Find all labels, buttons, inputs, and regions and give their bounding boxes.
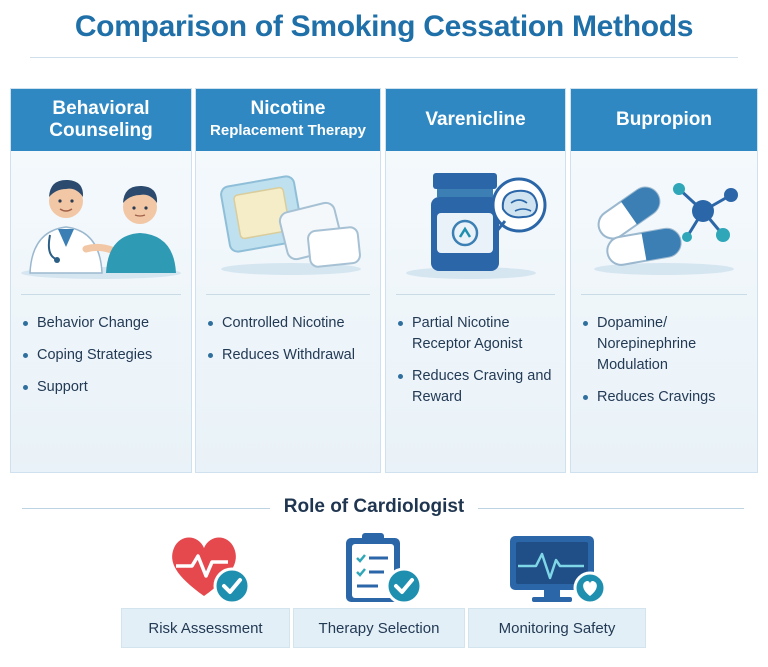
role-title: Role of Cardiologist: [283, 496, 465, 517]
column-title-line1: Nicotine: [250, 98, 326, 119]
bullet-list: Behavior Change Coping Strategies Suppor…: [23, 313, 183, 409]
bullet-list: Partial Nicotine Receptor Agonist Reduce…: [398, 313, 557, 419]
role-label-risk-assessment: Risk Assessment: [121, 608, 290, 648]
heart-check-icon: [166, 530, 252, 611]
list-item: Coping Strategies: [23, 345, 183, 366]
column-header: Nicotine Replacement Therapy: [196, 89, 380, 151]
bullet-list: Controlled Nicotine Reduces Withdrawal: [208, 313, 372, 377]
page-title: Comparison of Smoking Cessation Methods: [74, 10, 694, 43]
column-header: Bupropion: [571, 89, 757, 151]
role-section-header: Role of Cardiologist: [0, 493, 768, 523]
column-header: Varenicline: [386, 89, 565, 151]
list-item: Dopamine/ Norepinephrine Modulation: [583, 313, 749, 376]
column-title-line2: Counseling: [49, 120, 153, 141]
capsule-molecule-icon: [571, 151, 757, 291]
bullet-list: Dopamine/ Norepinephrine Modulation Redu…: [583, 313, 749, 419]
column-varenicline: Varenicline Partial Nicotine Receptor Ag…: [385, 88, 566, 473]
list-item: Controlled Nicotine: [208, 313, 372, 334]
list-item: Reduces Withdrawal: [208, 345, 372, 366]
column-bupropion: Bupropion: [570, 88, 758, 473]
title-divider: [30, 57, 738, 58]
clipboard-check-icon: [338, 530, 428, 611]
column-divider: [206, 294, 370, 295]
role-label-monitoring-safety: Monitoring Safety: [468, 608, 646, 648]
section-divider-right: [478, 508, 744, 509]
nicotine-patch-icon: [196, 151, 380, 291]
list-item: Partial Nicotine Receptor Agonist: [398, 313, 557, 355]
column-divider: [581, 294, 747, 295]
column-title-line1: Behavioral: [52, 98, 150, 119]
role-label-therapy-selection: Therapy Selection: [293, 608, 465, 648]
column-divider: [396, 294, 555, 295]
counselor-patient-icon: [11, 151, 191, 291]
column-title-line2: Replacement Therapy: [210, 122, 366, 139]
list-item: Behavior Change: [23, 313, 183, 334]
column-title-line1: Varenicline: [425, 109, 526, 130]
column-title-line1: Bupropion: [615, 109, 713, 130]
column-behavioral-counseling: Behavioral Counseling: [10, 88, 192, 473]
monitor-heart-icon: [506, 530, 610, 611]
column-nicotine-replacement: Nicotine Replacement Therapy Controlled …: [195, 88, 381, 473]
list-item: Support: [23, 377, 183, 398]
column-divider: [21, 294, 181, 295]
list-item: Reduces Craving and Reward: [398, 366, 557, 408]
column-header: Behavioral Counseling: [11, 89, 191, 151]
section-divider-left: [22, 508, 270, 509]
list-item: Reduces Cravings: [583, 387, 749, 408]
pill-bottle-brain-icon: [386, 151, 565, 291]
